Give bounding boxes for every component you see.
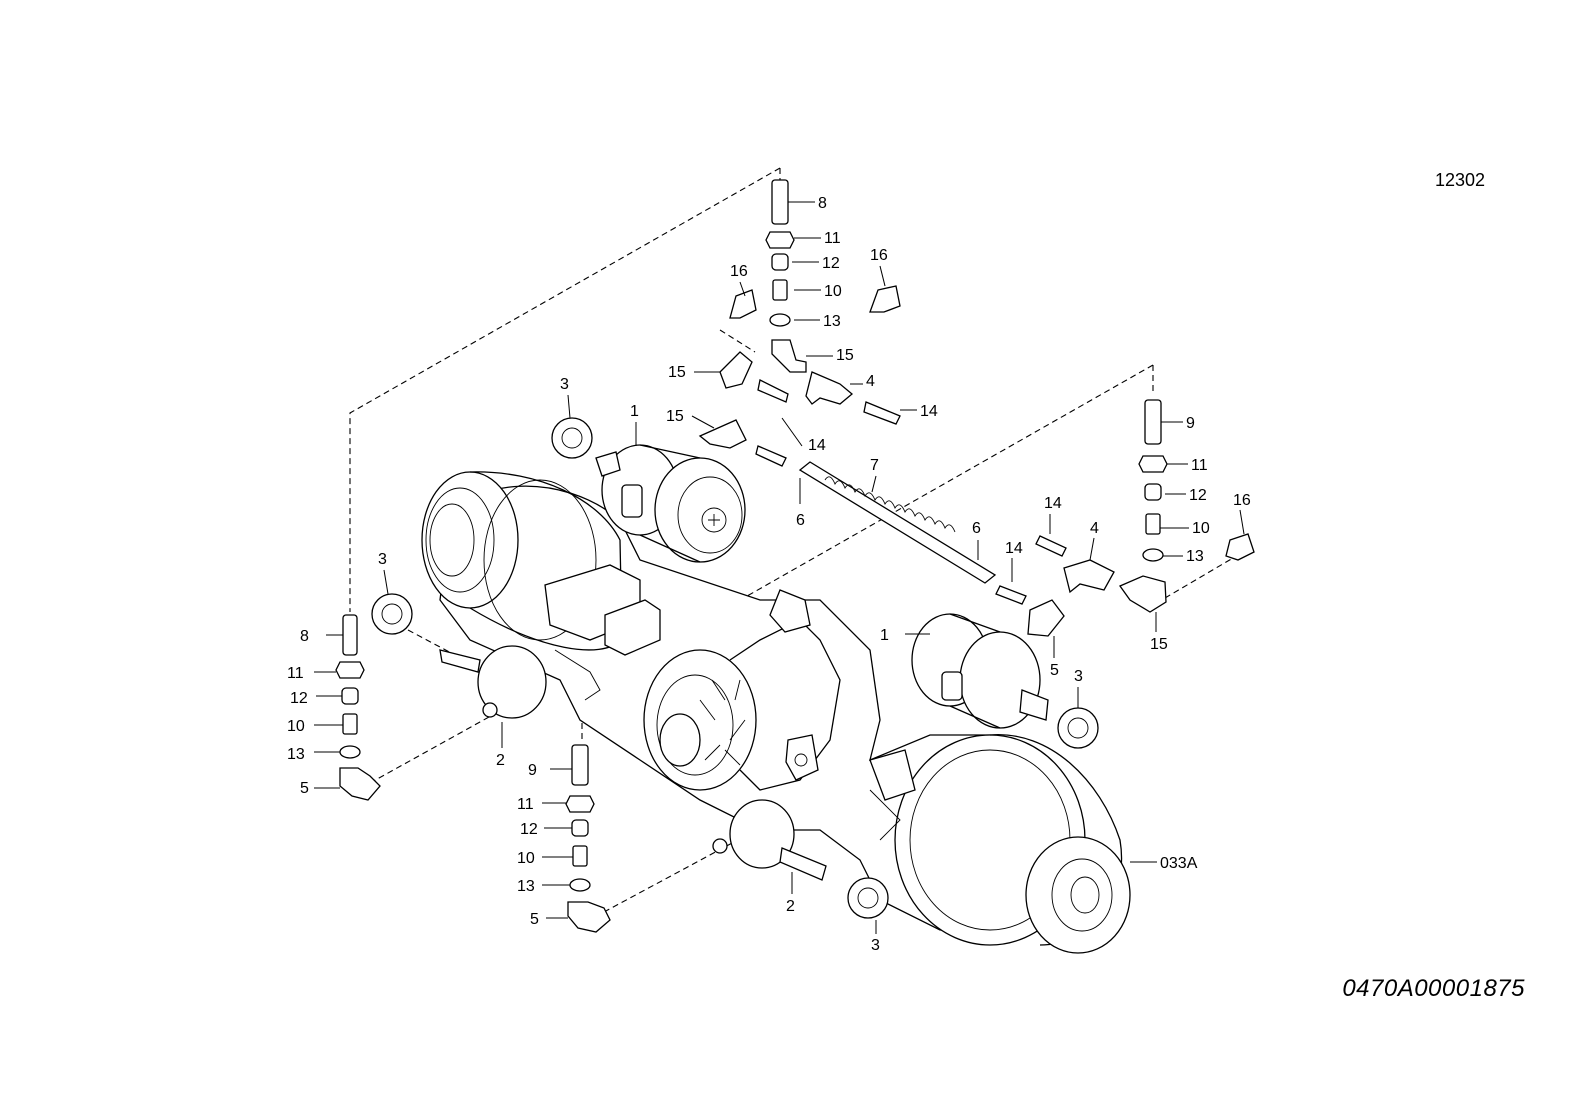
callout-label-14: 14 <box>1044 495 1062 512</box>
callout-leader-line <box>691 415 715 429</box>
callout-label-12: 12 <box>1189 487 1207 504</box>
callout-label-14: 14 <box>920 403 938 420</box>
fitting-stack-bottom <box>565 744 611 933</box>
callout-leader-line <box>739 281 746 297</box>
callout-label-3: 3 <box>1074 668 1083 685</box>
adjuster-gears <box>371 417 1099 919</box>
callout-leader-line <box>871 475 877 493</box>
document-id: 0470A00001875 <box>1342 975 1525 1002</box>
callout-leader-line <box>879 265 886 287</box>
callout-leader-line <box>781 417 803 447</box>
brake-actuator-left <box>595 444 746 563</box>
callout-label-4: 4 <box>866 373 875 390</box>
callout-label-6: 6 <box>796 512 805 529</box>
callout-label-10: 10 <box>824 283 842 300</box>
callout-label-14: 14 <box>1005 540 1023 557</box>
callout-label-033A: 033A <box>1160 855 1198 872</box>
sheet-reference: 12302 <box>1434 170 1485 190</box>
callout-label-15: 15 <box>1150 636 1168 653</box>
callout-label-3: 3 <box>378 551 387 568</box>
callout-label-13: 13 <box>287 746 305 763</box>
callout-leader-line <box>1239 509 1245 535</box>
callout-label-10: 10 <box>287 718 305 735</box>
callout-label-4: 4 <box>1090 520 1099 537</box>
callout-label-16: 16 <box>1233 492 1251 509</box>
callout-label-9: 9 <box>528 762 537 779</box>
callout-label-5: 5 <box>1050 662 1059 679</box>
callout-label-2: 2 <box>786 898 795 915</box>
callout-label-1: 1 <box>880 627 889 644</box>
callout-label-12: 12 <box>290 690 308 707</box>
callout-leader-line <box>383 569 389 595</box>
callout-label-5: 5 <box>300 780 309 797</box>
callout-label-14: 14 <box>808 437 826 454</box>
callout-label-15: 15 <box>666 408 684 425</box>
callout-label-15: 15 <box>668 364 686 381</box>
callout-label-1: 1 <box>630 403 639 420</box>
callout-label-15: 15 <box>836 347 854 364</box>
callout-label-10: 10 <box>517 850 535 867</box>
callout-label-13: 13 <box>517 878 535 895</box>
brake-actuator-right <box>911 613 1049 729</box>
callout-label-8: 8 <box>300 628 309 645</box>
callout-label-11: 11 <box>517 796 534 813</box>
callout-label-11: 11 <box>287 665 304 682</box>
callout-label-13: 13 <box>1186 548 1204 565</box>
fitting-stack-left <box>335 614 381 801</box>
axle-housing <box>421 471 1131 954</box>
callout-leader-line <box>567 394 571 419</box>
callout-label-13: 13 <box>823 313 841 330</box>
callout-label-12: 12 <box>822 255 840 272</box>
fitting-stack-top <box>698 179 901 467</box>
callout-label-10: 10 <box>1192 520 1210 537</box>
callout-label-8: 8 <box>818 195 827 212</box>
callout-label-12: 12 <box>520 821 538 838</box>
camshaft-levers <box>439 645 827 881</box>
callout-label-16: 16 <box>730 263 748 280</box>
callout-label-9: 9 <box>1186 415 1195 432</box>
callout-label-6: 6 <box>972 520 981 537</box>
callout-label-11: 11 <box>1191 457 1208 474</box>
callout-label-3: 3 <box>871 937 880 954</box>
callout-label-16: 16 <box>870 247 888 264</box>
callout-label-7: 7 <box>870 457 879 474</box>
callout-label-3: 3 <box>560 376 569 393</box>
callout-label-5: 5 <box>530 911 539 928</box>
callout-leader-line <box>1089 537 1095 561</box>
callout-label-11: 11 <box>824 230 841 247</box>
push-rod-assembly <box>798 461 997 584</box>
callout-label-2: 2 <box>496 752 505 769</box>
fitting-stack-right <box>995 399 1255 637</box>
